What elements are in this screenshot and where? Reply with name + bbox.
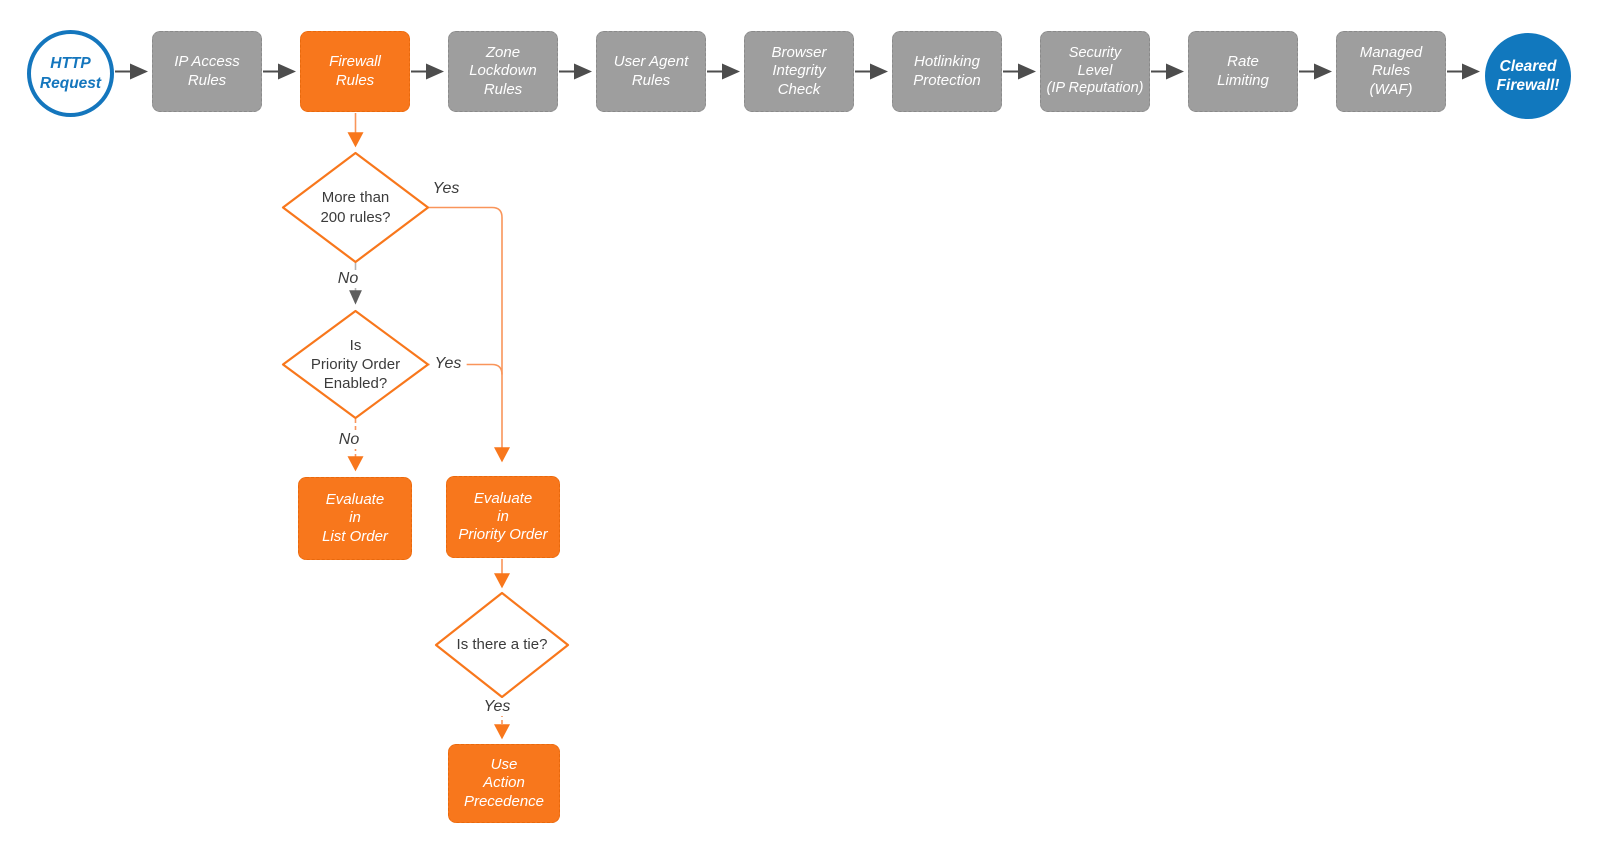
step-label: IP Access Rules [174,53,240,89]
step-browser-integrity-check: Browser Integrity Check [744,31,854,112]
edge-label-d1-no: No [332,270,364,288]
outcome-evaluate-in-list-order: Evaluate in List Order [298,477,412,560]
end-node-cleared-firewall: Cleared Firewall! [1485,33,1571,119]
step-user-agent-rules: User Agent Rules [596,31,706,112]
outcome-use-action-precedence: Use Action Precedence [448,744,560,823]
connector-d2-yes-to-trunk [428,363,503,375]
step-managed-rules-waf: Managed Rules (WAF) [1336,31,1446,112]
step-firewall-rules: Firewall Rules [300,31,410,112]
edge-label-d3-yes: Yes [478,698,516,716]
decision-more-than-200-rules-shape [281,151,430,264]
step-label: User Agent Rules [613,53,689,89]
outcome-label: Use Action Precedence [463,756,545,810]
step-label: Rate Limiting [1217,53,1269,89]
step-label: Hotlinking Protection [913,53,981,89]
decision-is-there-a-tie-shape [434,591,570,699]
step-ip-access-rules: IP Access Rules [152,31,262,112]
step-label: Managed Rules (WAF) [1359,44,1423,98]
step-rate-limiting: Rate Limiting [1188,31,1298,112]
connector-d1-yes-to-priority-order [428,206,510,463]
step-label: Firewall Rules [329,53,381,89]
outcome-label: Evaluate in List Order [322,491,388,545]
edge-label-d2-no: No [333,431,365,449]
start-node-http-request: HTTP Request [27,30,114,117]
outcome-evaluate-in-priority-order: Evaluate in Priority Order [446,476,560,558]
decision-priority-order-enabled-shape [281,309,430,420]
outcome-label: Evaluate in Priority Order [458,489,548,544]
step-hotlinking-protection: Hotlinking Protection [892,31,1002,112]
edge-label-d1-yes: Yes [432,180,460,197]
end-node-label: Cleared Firewall! [1496,57,1560,94]
step-label: Security Level (IP Reputation) [1046,44,1144,97]
step-label: Zone Lockdown Rules [469,44,537,98]
step-security-level-ip-reputation: Security Level (IP Reputation) [1040,31,1150,112]
edge-label-d2-yes: Yes [429,355,467,373]
step-zone-lockdown-rules: Zone Lockdown Rules [448,31,558,112]
step-label: Browser Integrity Check [771,44,827,98]
start-node-label: HTTP Request [39,55,102,92]
